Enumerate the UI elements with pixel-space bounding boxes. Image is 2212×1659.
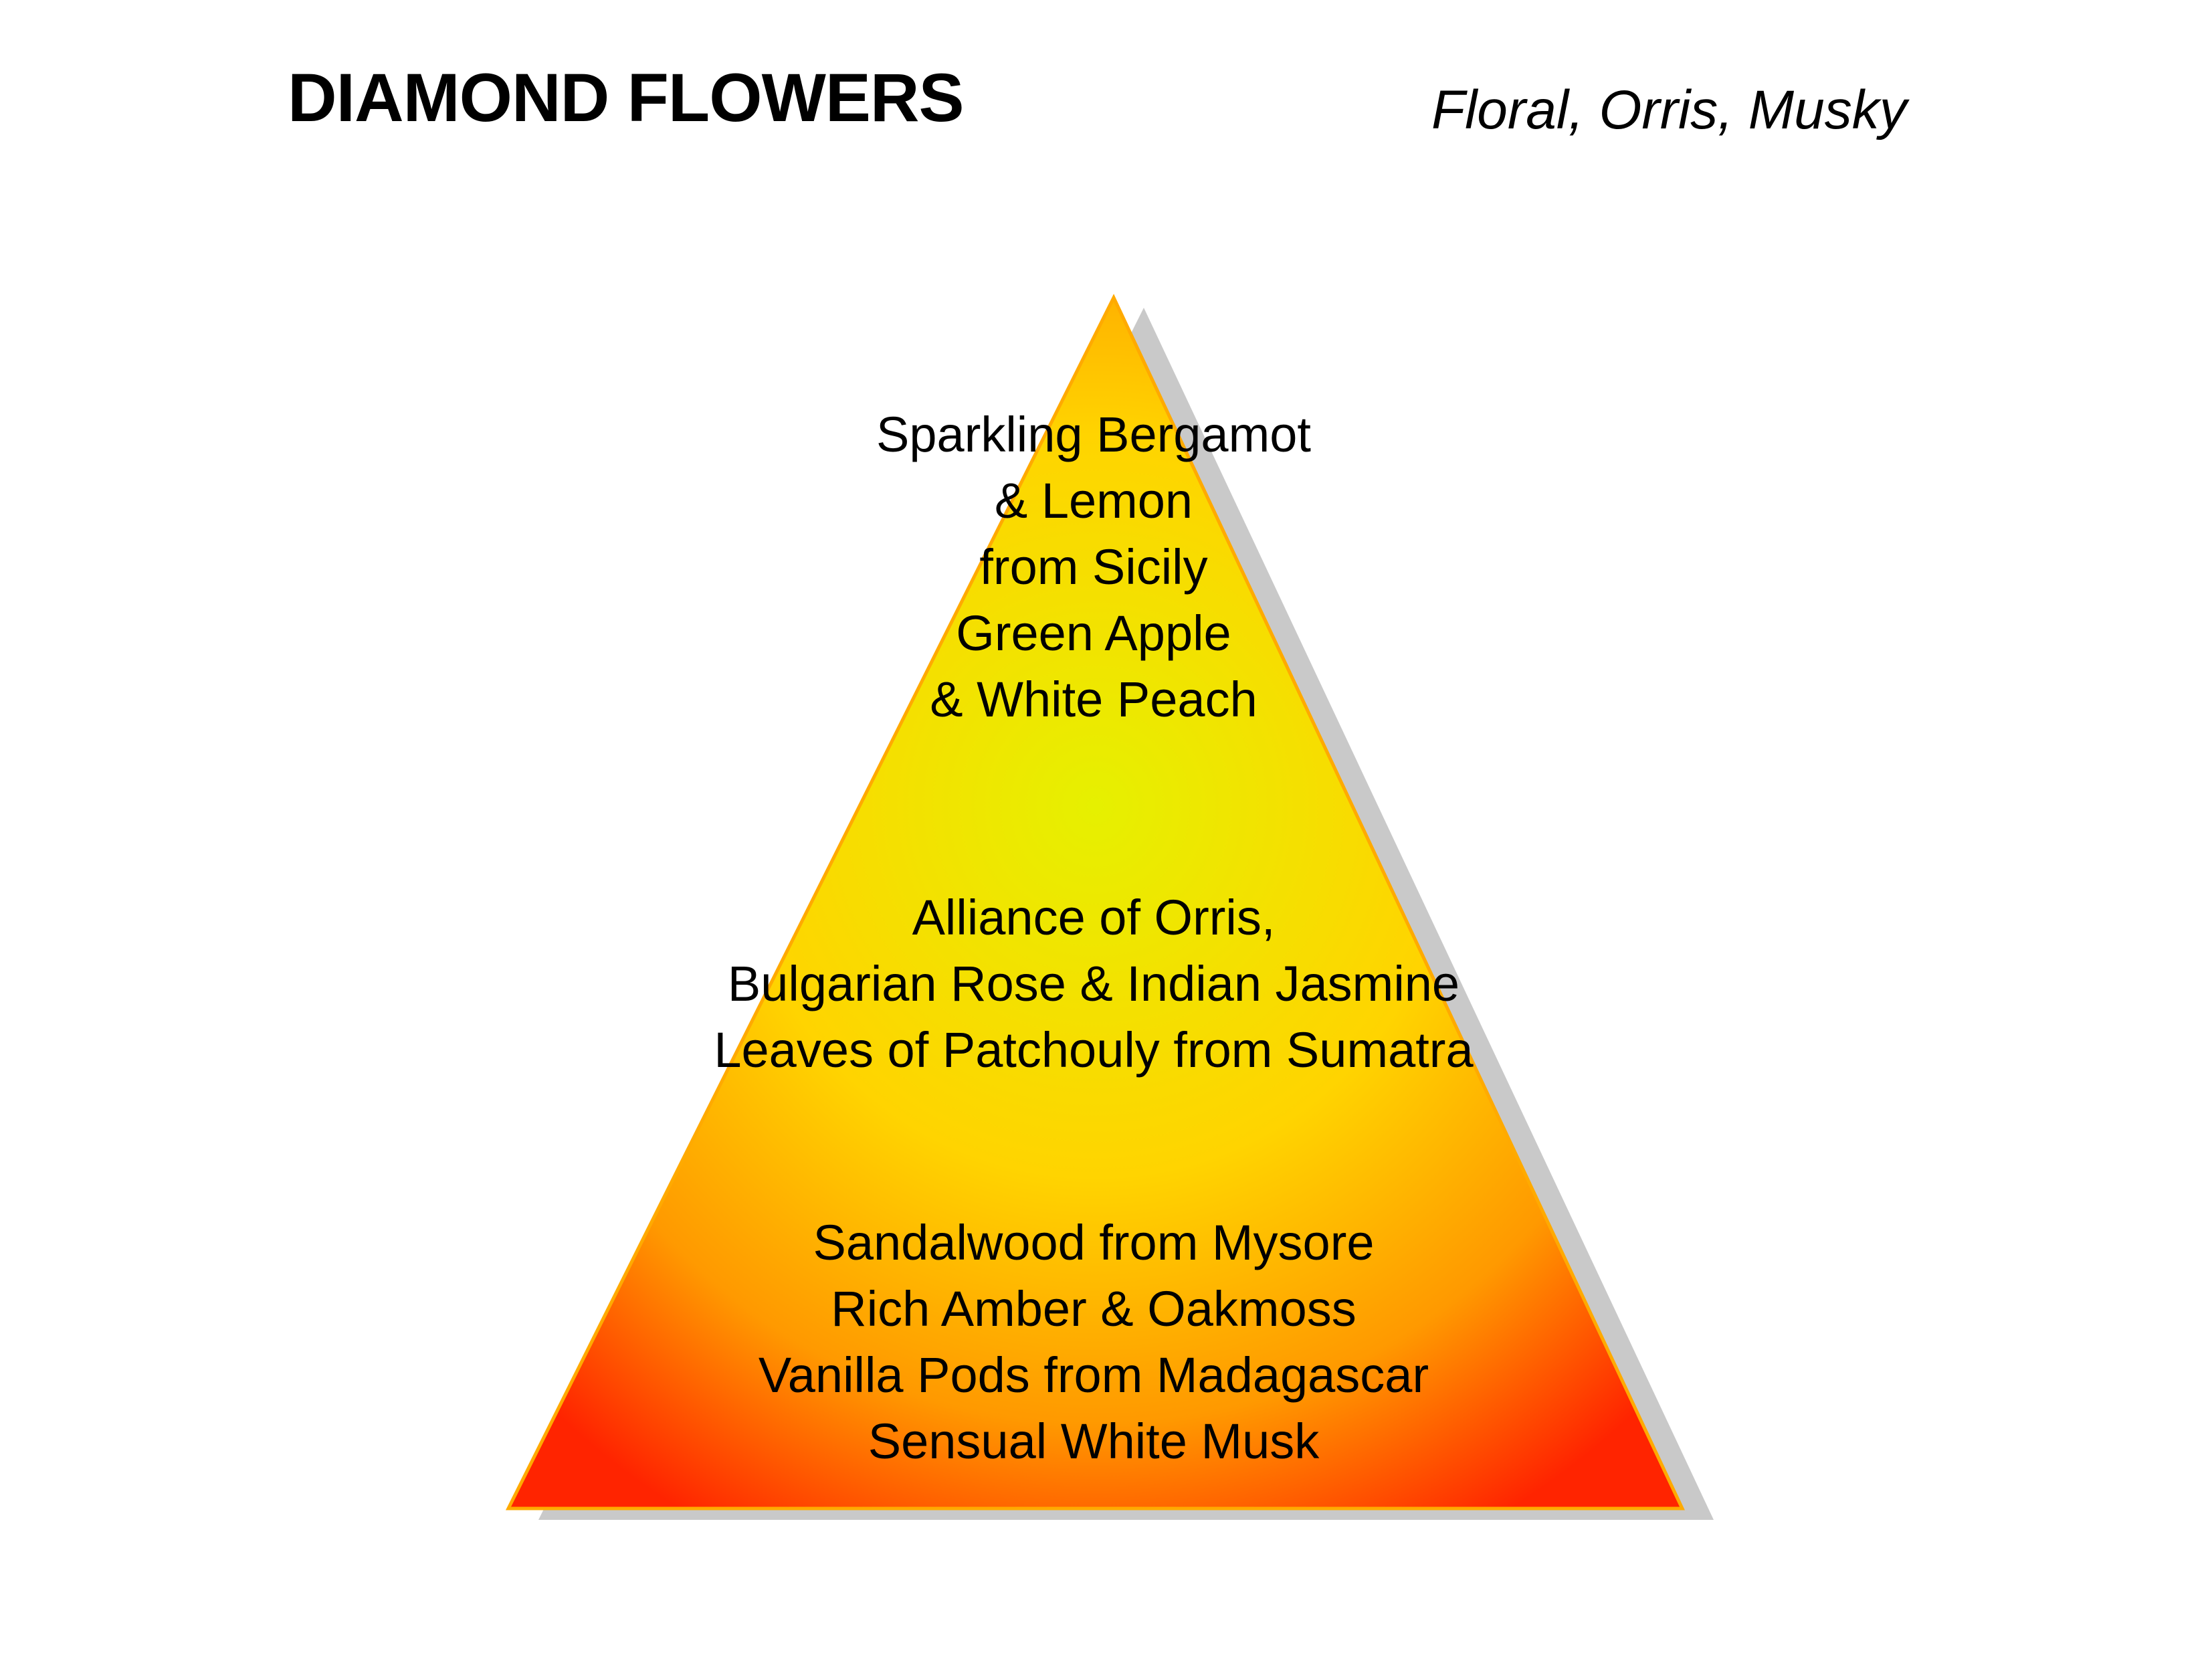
fragrance-family-label: Floral, Orris, Musky [1431, 80, 1907, 140]
pyramid-graphic [505, 294, 1714, 1520]
top-notes-block: Sparkling Bergamot & Lemon from Sicily G… [592, 401, 1595, 733]
note-line: Leaves of Patchouly from Sumatra [714, 1022, 1474, 1078]
note-line: Sensual White Musk [868, 1413, 1320, 1469]
note-line: & White Peach [930, 672, 1258, 727]
note-line: Vanilla Pods from Madagascar [758, 1347, 1429, 1403]
note-line: Bulgarian Rose & Indian Jasmine [727, 956, 1460, 1011]
note-line: from Sicily [979, 539, 1208, 595]
note-line: Sparkling Bergamot [876, 407, 1311, 462]
pyramid-triangle [505, 294, 1685, 1510]
note-line: Green Apple [956, 605, 1231, 661]
note-line: Rich Amber & Oakmoss [831, 1281, 1356, 1337]
note-line: Alliance of Orris, [912, 890, 1276, 945]
note-line: Sandalwood from Mysore [813, 1215, 1375, 1270]
page-title: DIAMOND FLOWERS [288, 60, 965, 136]
note-line: & Lemon [994, 473, 1193, 528]
heart-notes-block: Alliance of Orris, Bulgarian Rose & Indi… [592, 884, 1595, 1083]
base-notes-block: Sandalwood from Mysore Rich Amber & Oakm… [592, 1209, 1595, 1474]
